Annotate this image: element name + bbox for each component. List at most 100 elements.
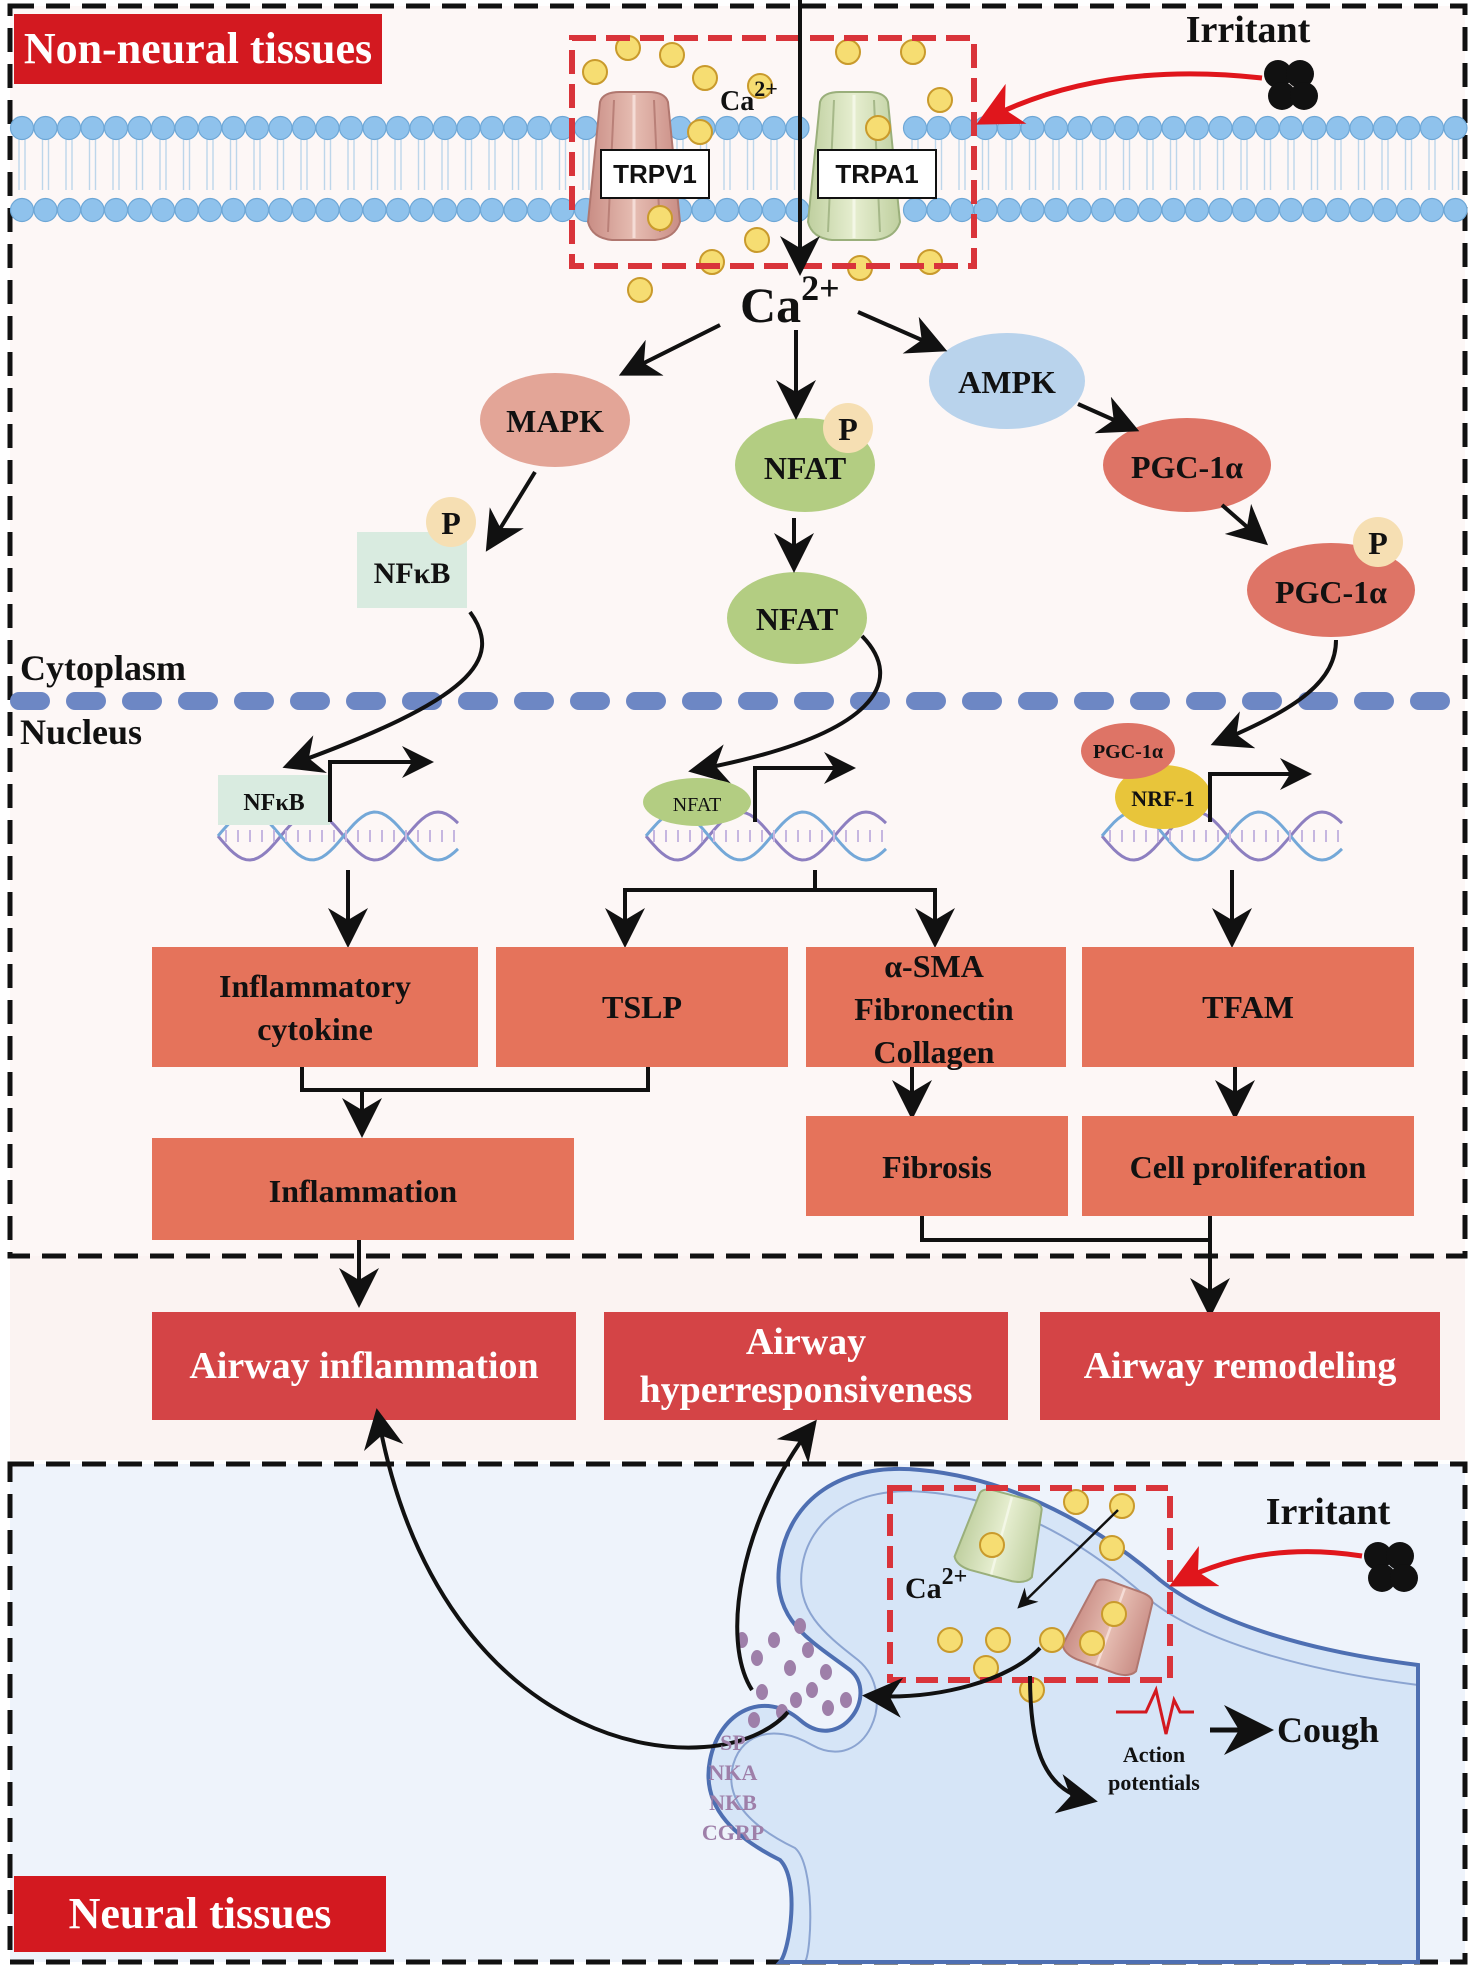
svg-text:PGC-1α: PGC-1α [1131,449,1243,485]
pgc1a-node: PGC-1α [1103,418,1271,512]
airway-remodeling-box: Airway remodeling [1040,1312,1440,1420]
svg-text:Inflammation: Inflammation [269,1173,458,1209]
svg-text:Airway: Airway [746,1321,866,1363]
cell-proliferation-box: Cell proliferation [1082,1116,1414,1216]
p-badge-nfat: P [823,403,873,453]
nrf1-nuclear-node: NRF-1 [1115,765,1211,829]
trpa1-label-box [817,149,937,199]
nerve-terminal [706,1467,1420,1964]
cell-membrane [9,115,1468,223]
pgc1a-nuclear-node: PGC-1α [1081,723,1175,779]
channel-highlight-box [569,35,977,269]
arrow-ca-to-mapk [618,323,721,376]
non-neural-frame [7,3,1468,1259]
mapk-node: MAPK [480,373,630,467]
nucleus-label: Nucleus [20,712,142,752]
tss-arrow-nfkb [328,746,434,822]
inflammation-box: Inflammation [152,1138,574,1240]
svg-text:NFAT: NFAT [756,601,838,637]
svg-text:Fibronectin: Fibronectin [854,991,1014,1027]
trpv1-label: TRPV1 [613,159,697,189]
action-potentials-label-1: Action [1123,1742,1185,1767]
irritant-arrow-bottom [1169,1546,1363,1587]
arrow-ca-to-release [862,1646,1042,1718]
calcium-ions-neural [937,1489,1135,1703]
irritant-particles-bottom [1364,1542,1418,1592]
neuropeptide-sp: SP [720,1730,746,1755]
section-label-neural [14,1876,386,1952]
cytoplasm-label: Cytoplasm [20,648,186,688]
trpv1-label-box [600,149,710,199]
section-label-neural-text: Neural tissues [69,1889,332,1938]
svg-text:MAPK: MAPK [506,403,604,439]
section-label-non-neural [14,14,382,84]
tslp-box: TSLP [496,947,788,1067]
tfam-box: TFAM [1082,947,1414,1067]
arrow-to-airway-inflammation-neural [364,1408,790,1750]
connector-fibrosis-proliferation [920,1216,1212,1242]
section-label-non-neural-text: Non-neural tissues [24,24,372,73]
fibrotic-markers-box: α-SMA Fibronectin Collagen [806,947,1066,1070]
svg-text:Inflammatory: Inflammatory [219,968,411,1004]
svg-text:Collagen: Collagen [874,1034,995,1070]
irritant-particles-top [1264,60,1318,110]
arrow-pgc1a-phospho [1220,503,1269,546]
irritant-label-bottom: Irritant [1266,1491,1391,1533]
arrow-dna-to-tslp [605,870,817,948]
pgc1a-phospho-node: PGC-1α [1247,543,1415,637]
cough-label: Cough [1277,1710,1379,1750]
action-potential-trace [1116,1685,1194,1735]
arrow-mapk-to-nfkb [485,470,537,552]
neuropeptide-cgrp: CGRP [702,1820,764,1845]
neural-frame [7,1461,1468,1965]
arrow-to-action-potentials [1028,1675,1098,1814]
arrow-neural-ca-influx [1017,1509,1119,1609]
svg-text:Airway inflammation: Airway inflammation [189,1345,538,1387]
arrow-nfat-translocation [688,634,883,784]
nfkb-nuclear-node: NFκB [218,775,330,825]
action-potentials-label-2: potentials [1108,1770,1200,1795]
irritant-label-top: Irritant [1186,9,1311,51]
ampk-node: AMPK [929,333,1085,429]
arrow-dna-to-fibrotic [815,888,955,948]
tss-arrow-nrf1 [1208,758,1312,822]
arrow-to-airway-hyperresponsiveness [735,1419,817,1692]
p-badge-pgc1a: P [1353,517,1403,567]
svg-text:NFκB: NFκB [374,557,451,590]
svg-text:P: P [1368,525,1388,561]
arrow-nfkb-translocation [282,610,485,773]
ca-label-neural: Ca2+ [905,1564,967,1605]
svg-text:cytokine: cytokine [257,1011,373,1047]
airway-inflammation-box: Airway inflammation [152,1312,576,1420]
arrow-ca-to-ampk [857,310,948,354]
svg-text:Cell proliferation: Cell proliferation [1130,1149,1367,1185]
svg-text:NFAT: NFAT [764,450,846,486]
svg-text:AMPK: AMPK [958,364,1056,400]
svg-text:Airway remodeling: Airway remodeling [1084,1345,1397,1387]
svg-text:TFAM: TFAM [1202,989,1294,1025]
arrow-pgc1a-translocation [1210,639,1338,749]
neuropeptide-vesicles [736,1618,852,1728]
svg-text:NFκB: NFκB [243,790,304,816]
fibrosis-box: Fibrosis [806,1116,1068,1216]
p-badge-nfkb: P [426,497,476,547]
svg-text:Fibrosis: Fibrosis [882,1149,992,1185]
airway-hyperresponsiveness-box: Airway hyperresponsiveness [604,1312,1008,1420]
neuropeptide-nkb: NKB [709,1790,757,1815]
neuropeptide-nka: NKA [709,1760,758,1785]
tss-arrow-nfat [753,752,856,822]
inflammatory-cytokine-box: Inflammatory cytokine [152,947,478,1067]
nfat-node: NFAT [727,572,867,664]
irritant-arrow-top [976,71,1263,125]
ca-label-membrane: Ca2+ [720,76,778,117]
svg-text:hyperresponsiveness: hyperresponsiveness [640,1369,973,1411]
nfkb-phospho-node: NFκB [357,532,467,608]
svg-text:PGC-1α: PGC-1α [1275,574,1387,610]
svg-text:P: P [838,411,858,447]
svg-text:PGC-1α: PGC-1α [1093,741,1163,763]
svg-text:TSLP: TSLP [602,989,682,1025]
trpa1-label: TRPA1 [835,159,918,189]
arrow-ampk-to-pgc1a [1077,396,1140,434]
